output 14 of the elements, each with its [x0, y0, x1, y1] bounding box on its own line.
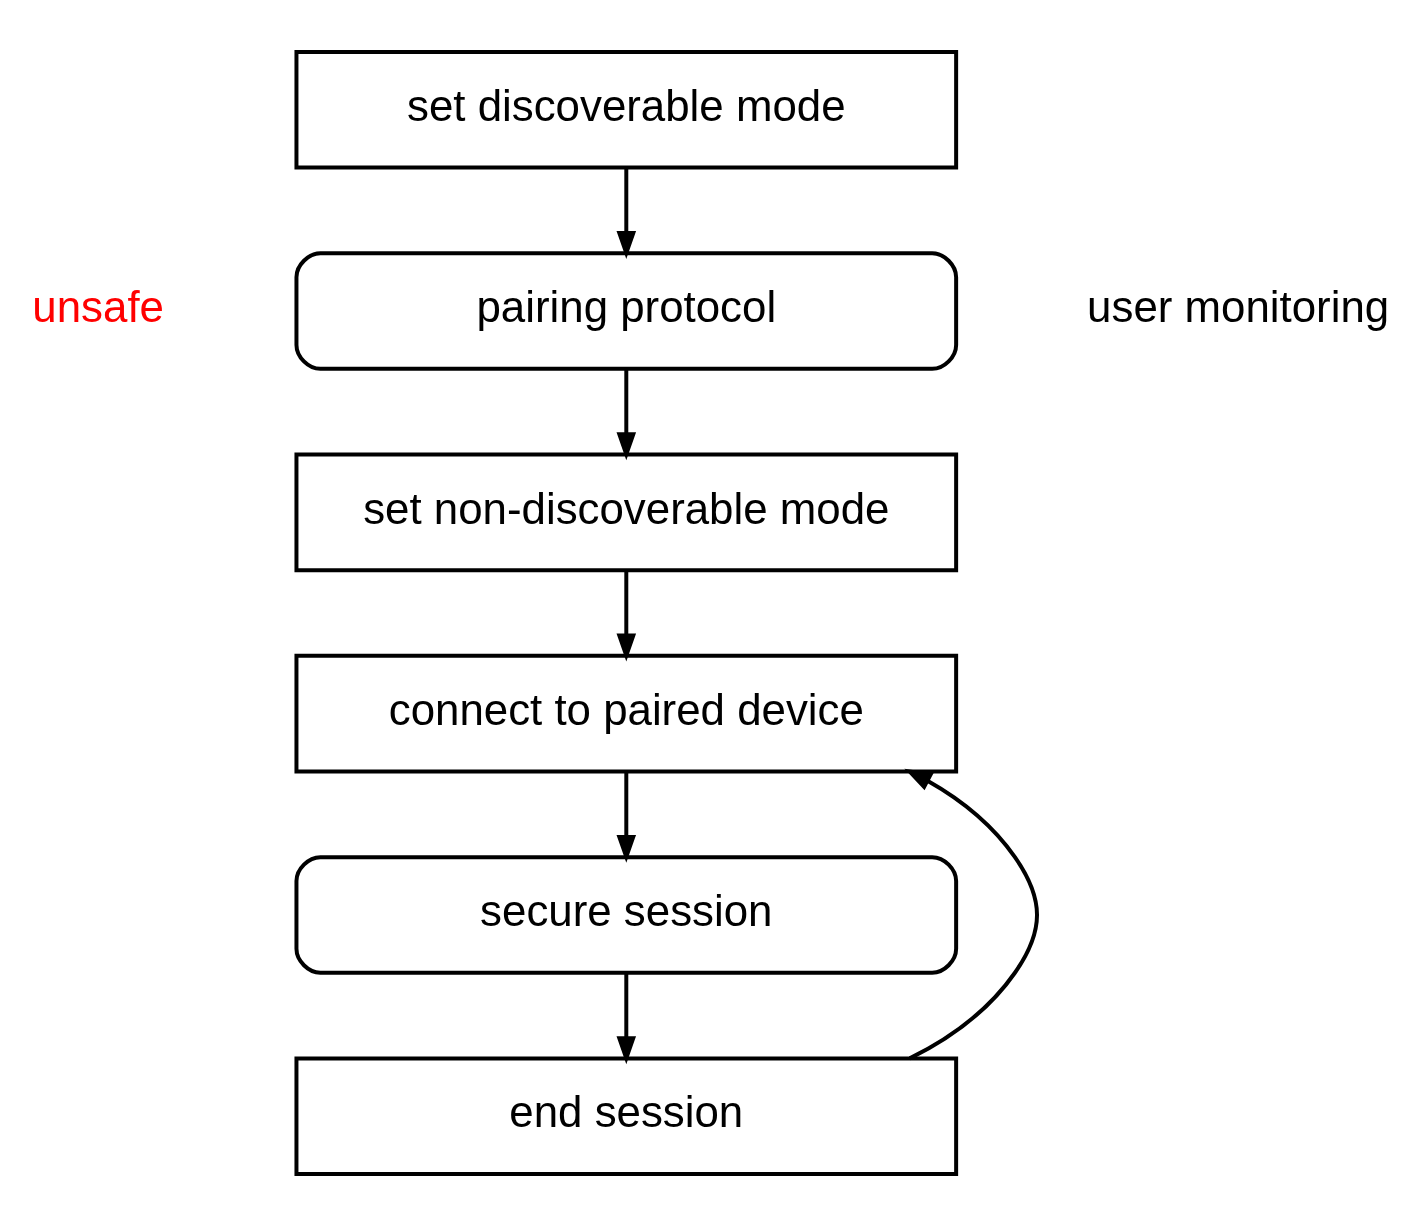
arrow — [616, 972, 637, 1064]
arrow — [904, 768, 1039, 1060]
node-box: set discoverable mode — [294, 49, 959, 170]
node-box: connect to paired device — [294, 653, 959, 773]
arrow — [616, 167, 637, 259]
node-box: pairing protocol — [294, 250, 959, 371]
node-box: set non-discoverable mode — [294, 452, 959, 572]
label: unsafe — [32, 281, 164, 331]
arrow — [616, 771, 637, 863]
node-box: end session — [294, 1055, 959, 1176]
arrow — [616, 569, 637, 662]
node-box: secure session — [294, 854, 959, 975]
arrow — [616, 368, 637, 460]
label: user monitoring — [1087, 281, 1390, 331]
